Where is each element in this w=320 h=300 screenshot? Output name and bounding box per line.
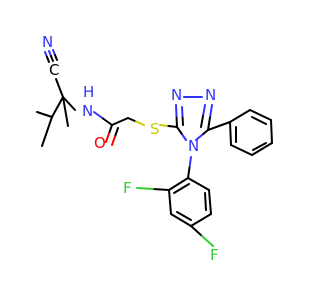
molecule-structure: N C N H O S N N N F F: [36, 33, 273, 264]
atom-n-triazole-top-left: N: [171, 86, 182, 104]
atom-s-thioether: S: [150, 120, 160, 138]
bond-s-triazole-a: [159, 124, 170, 127]
bond-dfp-e-b: [208, 189, 211, 203]
bond-ph-c-a: [270, 119, 273, 133]
bond-c5-phenyl-a: [207, 125, 220, 131]
atom-labels: N C N H O S N N N F F: [42, 33, 219, 264]
bond-ph-f-a: [229, 132, 232, 146]
bond-layer: [36, 49, 273, 247]
bond-tri-n4-c3-a: [180, 132, 187, 141]
bond-ph-inner-2-a: [258, 142, 267, 148]
bond-tri-n2-c5-a-a: [209, 104, 213, 119]
bond-c-f-para-a: [190, 225, 203, 237]
bond-ph-inner-1-a: [251, 116, 260, 122]
bond-tri-c5-n4-a: [201, 129, 209, 136]
bond-c-f-ortho-b: [136, 187, 154, 190]
bond-dfp-inner-1-b: [180, 183, 190, 190]
bond-methine-methyl-b-a: [46, 116, 53, 133]
bond-n-carbonyl-b: [102, 117, 113, 126]
bond-n-carbonyl-a: [93, 111, 104, 120]
bond-methine-methyl-b-b: [41, 130, 48, 147]
bond-ch2-s-a: [127, 117, 137, 123]
bond-ph-a-a: [229, 115, 241, 123]
bond-tri-c3-n1-a-a: [175, 115, 178, 128]
bond-ch2-s-b: [135, 120, 145, 126]
bond-dfp-b-a: [168, 189, 171, 203]
bond-cn-quat-b: [58, 87, 64, 98]
bond-tri-n2-c5-a-b: [207, 116, 211, 131]
bond-dfp-c-b: [180, 219, 192, 227]
bond-tri-n2-c5-b-a: [202, 104, 206, 117]
bond-c-f-para-b: [201, 235, 214, 247]
bond-tri-c3-n1-b-a: [181, 115, 184, 126]
bond-dfp-e-a: [209, 201, 212, 215]
bond-quat-n-amide-b: [68, 102, 76, 111]
bond-n4-aryl-b: [187, 166, 191, 179]
atom-f-para: F: [210, 246, 219, 264]
bond-carbonyl-ch2-b: [119, 117, 129, 123]
atom-c-nitrile: C: [49, 61, 59, 79]
atom-n-nitrile: N: [42, 33, 53, 51]
bond-tri-n2-c5-b-b: [200, 115, 204, 128]
bond-dfp-d-b: [200, 213, 212, 221]
bond-carbonyl-ch2-a: [111, 120, 121, 126]
bond-ph-b-a: [249, 109, 262, 116]
bond-ph-d-a: [261, 142, 273, 150]
bond-ph-e-a: [240, 149, 253, 156]
bond-methine-methyl-a-b: [36, 111, 46, 116]
bond-quat-methyl-a: [62, 96, 67, 113]
bond-c-o-b-a: [114, 127, 119, 138]
bond-ph-e-b: [230, 144, 243, 151]
atom-f-ortho: F: [123, 179, 132, 197]
bond-dfp-inner-2-a: [176, 211, 185, 217]
bond-nitrile-1-b: [46, 56, 50, 63]
bond-s-triazole-b: [167, 125, 178, 128]
bond-dfp-b-b: [169, 201, 172, 215]
bond-quat-methine-b: [51, 106, 59, 118]
atom-o-carbonyl: O: [94, 134, 106, 152]
bond-n4-aryl-a: [188, 156, 192, 169]
atom-h-amide: H: [83, 83, 94, 101]
bond-dfp-a-a: [177, 177, 189, 185]
bond-quat-methyl-b: [64, 110, 69, 127]
bond-dfp-inner-1-a: [173, 187, 183, 194]
bond-dfp-f-a: [197, 183, 210, 191]
bond-dfp-a-b: [168, 183, 180, 191]
bond-tri-c5-n4-b: [195, 134, 203, 141]
bond-c5-phenyl-b: [218, 121, 231, 127]
bond-ph-d-b: [251, 148, 263, 156]
bond-ph-c-b: [270, 130, 273, 144]
bond-dfp-f-b: [187, 177, 200, 185]
bond-ph-f-b: [229, 121, 232, 135]
bond-ph-inner-1-b: [258, 119, 267, 125]
bond-dfp-inner-2-b: [183, 215, 192, 221]
bond-tri-c3-n1-b-b: [181, 106, 184, 117]
bond-c-o-a-b: [105, 132, 110, 143]
bond-tri-n4-c3-b: [176, 126, 183, 135]
bond-dfp-d-a: [190, 219, 202, 227]
bond-c-o-a-a: [108, 124, 113, 135]
bond-ph-inner-2-b: [252, 145, 261, 151]
atom-n-triazole-bottom: N: [188, 137, 199, 155]
bond-nitrile-3-b: [54, 54, 58, 61]
atom-n-triazole-top-right: N: [205, 86, 216, 104]
atom-n-amide: N: [82, 102, 93, 120]
bond-ph-b-b: [259, 114, 272, 121]
bond-c-f-ortho-a: [152, 188, 170, 191]
bond-methine-methyl-a-a: [43, 113, 53, 118]
bond-ph-a-b: [239, 109, 251, 117]
bond-c-o-b-b: [111, 135, 116, 146]
bond-nitrile-2-b: [50, 55, 54, 62]
bond-quat-methine-a: [56, 96, 64, 108]
bond-cn-quat-a: [55, 78, 61, 89]
bond-dfp-inner-3-b: [204, 200, 207, 211]
bond-dfp-c-a: [170, 213, 182, 221]
bond-dfp-inner-3-a: [204, 192, 207, 203]
bond-tri-c3-n1-a-b: [175, 104, 178, 117]
